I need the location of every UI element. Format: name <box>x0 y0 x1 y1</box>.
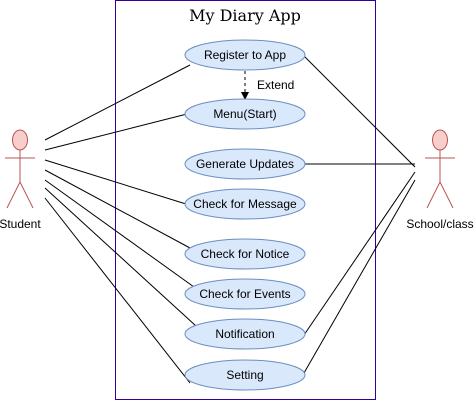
actor-student-leg-left <box>6 181 21 209</box>
assoc-student-events <box>44 179 195 288</box>
use-case-notification[interactable]: Notification <box>184 318 306 350</box>
assoc-school-notification <box>303 171 416 336</box>
use-case-notification-label: Notification <box>215 327 274 341</box>
assoc-student-message <box>44 159 187 205</box>
use-case-setting[interactable]: Setting <box>184 359 306 391</box>
student-associations <box>44 64 197 384</box>
use-case-generate-shape[interactable] <box>184 148 306 180</box>
assoc-student-register <box>44 64 191 141</box>
use-case-events-shape[interactable] <box>184 278 306 310</box>
actor-school-label: School/class <box>406 217 473 231</box>
use-case-notice-label: Check for Notice <box>201 247 290 261</box>
use-case-register[interactable]: Register to App <box>184 39 306 71</box>
actor-school-leg-right <box>439 181 454 209</box>
assoc-school-setting <box>303 179 416 374</box>
actor-student[interactable] <box>5 129 35 209</box>
use-case-notice-shape[interactable] <box>184 238 306 270</box>
actor-student-label: Student <box>0 217 41 231</box>
use-case-menu-shape[interactable] <box>184 98 306 130</box>
assoc-student-notice <box>44 169 191 249</box>
system-boundary <box>115 0 376 400</box>
use-case-register-shape[interactable] <box>184 39 306 71</box>
use-case-notification-shape[interactable] <box>184 318 306 350</box>
use-case-register-label: Register to App <box>204 48 286 62</box>
actor-school-leg-left <box>426 181 441 209</box>
use-case-setting-shape[interactable] <box>184 359 306 391</box>
extend-label: Extend <box>257 78 294 92</box>
assoc-student-setting <box>44 197 191 384</box>
use-case-message[interactable]: Check for Message <box>184 188 306 220</box>
assoc-student-menu <box>44 113 188 151</box>
actor-school-head <box>432 129 448 151</box>
use-case-generate-label: Generate Updates <box>196 157 294 171</box>
actor-school[interactable] <box>425 129 455 209</box>
use-case-notice[interactable]: Check for Notice <box>184 238 306 270</box>
school-associations <box>303 55 416 374</box>
use-case-message-shape[interactable] <box>184 188 306 220</box>
use-case-menu[interactable]: Menu(Start) <box>184 98 306 130</box>
assoc-student-notification <box>44 187 197 327</box>
assoc-school-register <box>303 55 416 168</box>
use-case-menu-label: Menu(Start) <box>213 107 276 121</box>
system-title: My Diary App <box>189 6 301 25</box>
use-case-generate[interactable]: Generate Updates <box>184 148 306 180</box>
actor-student-head <box>12 129 28 151</box>
actor-student-leg-right <box>19 181 34 209</box>
use-case-message-label: Check for Message <box>193 197 297 211</box>
use-case-events[interactable]: Check for Events <box>184 278 306 310</box>
use-case-events-label: Check for Events <box>199 287 290 301</box>
use-case-setting-label: Setting <box>226 368 263 382</box>
